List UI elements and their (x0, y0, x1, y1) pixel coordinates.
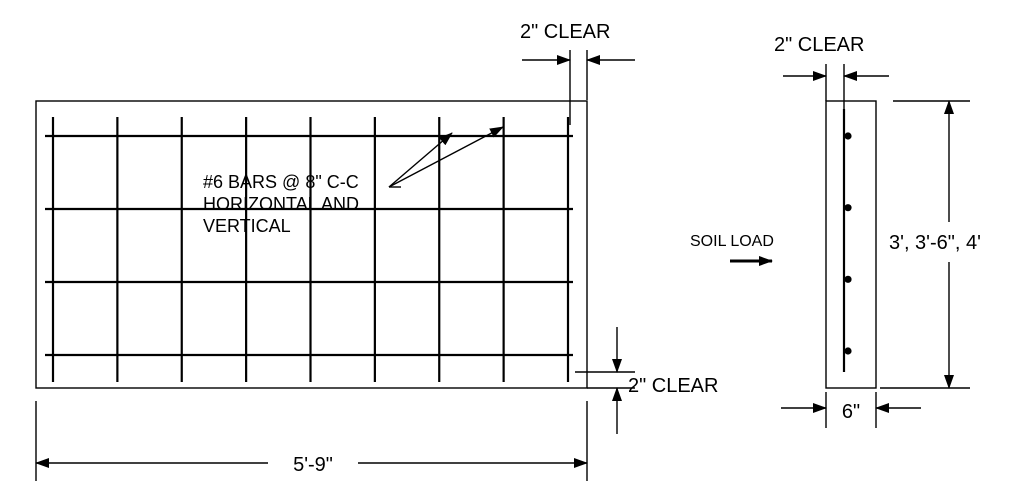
soil-load-label: SOIL LOAD (690, 233, 774, 250)
horizontal-bars (45, 134, 573, 357)
clear-bottom-label: 2" CLEAR (628, 375, 718, 397)
rebar-leader-2 (388, 126, 504, 188)
rebar-note-line2: HORIZONTAL AND (203, 194, 359, 214)
vertical-bars (51, 117, 570, 382)
rebar-note-line3: VERTICAL (203, 216, 291, 236)
width-dim-label: 5'-9" (293, 454, 333, 476)
section-bar-dot (844, 347, 852, 355)
height-dim-label: 3', 3'-6", 4' (889, 232, 981, 254)
section-bar-dots (844, 132, 852, 355)
clear-top-label: 2" CLEAR (520, 21, 610, 43)
section-outline (825, 100, 877, 389)
section-bar-dot (844, 132, 852, 140)
section-clear-label: 2" CLEAR (774, 34, 864, 56)
panel-outline (35, 100, 588, 389)
section-bar-dot (844, 204, 852, 212)
thickness-dim-label: 6" (842, 401, 860, 423)
rebar-leader-1 (388, 132, 453, 188)
rebar-note-line1: #6 BARS @ 8" C-C (203, 172, 359, 192)
section-bar-dot (844, 275, 852, 283)
